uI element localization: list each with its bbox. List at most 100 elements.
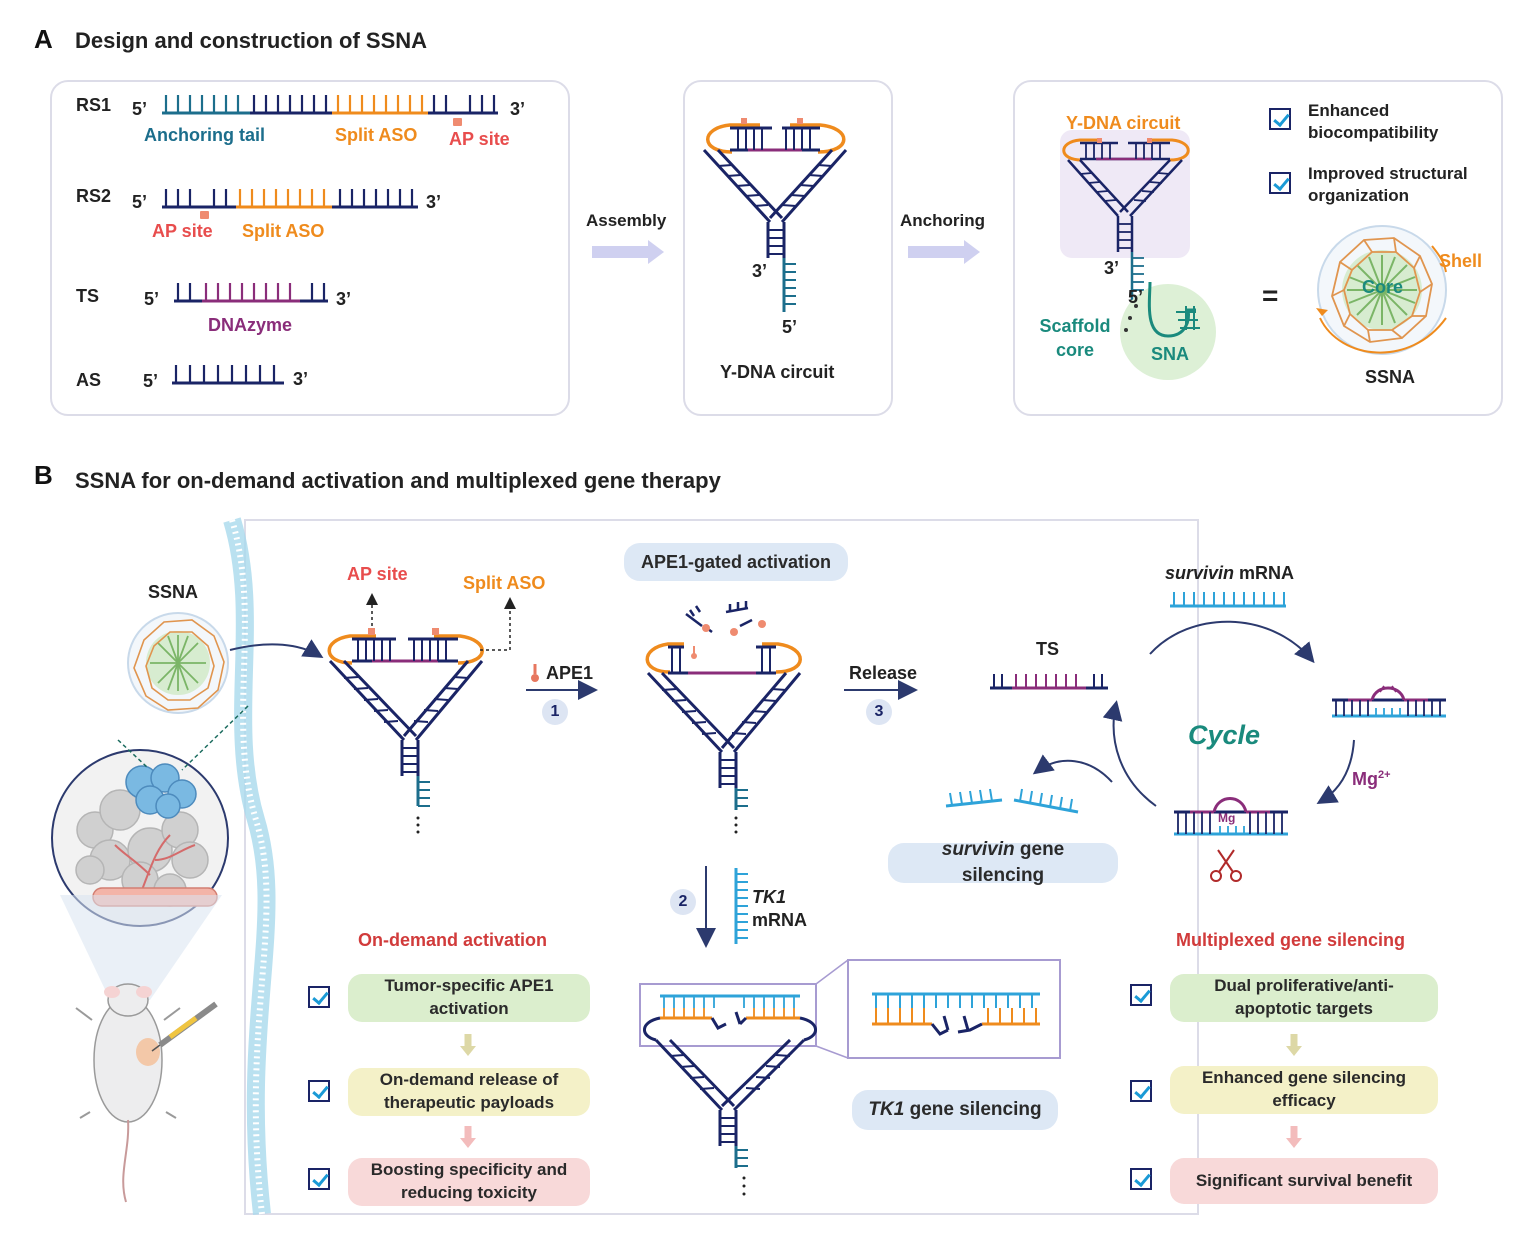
- ydna-three: 3’: [752, 261, 768, 281]
- step-1-badge: 1: [542, 699, 568, 725]
- mouse-illustration: [75, 983, 218, 1203]
- rs1-split-label: Split ASO: [335, 125, 418, 145]
- feature-biocompatibility: Enhanced biocompatibility: [1308, 101, 1439, 143]
- sna-label: SNA: [1151, 344, 1190, 364]
- on-demand-header: On-demand activation: [358, 930, 548, 950]
- ydna-circuit-a: [702, 118, 848, 312]
- assembly-label: Assembly: [586, 211, 667, 230]
- panel-b-frame: [244, 519, 1199, 1215]
- as-five: 5’: [143, 371, 159, 391]
- panel-a-letter: A: [34, 24, 53, 54]
- mg-superscript: 2+: [1378, 769, 1391, 781]
- step-3-badge: 3: [866, 699, 892, 725]
- rs1-name: RS1: [76, 95, 112, 115]
- panel-b-letter: B: [34, 460, 53, 490]
- sna-circle: [1120, 284, 1216, 380]
- left-item-2: On-demand release of therapeutic payload…: [348, 1068, 590, 1116]
- feature-structure: Improved structural organization: [1308, 164, 1468, 206]
- survivin-silencing-italic: survivin: [941, 839, 1015, 861]
- mg-label: Mg2+: [1352, 769, 1391, 789]
- tk1-mrna-label: TK1 mRNA: [752, 886, 807, 933]
- survivin-silencing-rest: gene silencing: [961, 839, 1065, 886]
- ssna-ydna-label: Y-DNA circuit: [1066, 113, 1181, 133]
- ydna-circuit-b2: [645, 601, 802, 834]
- panel-b-title: SSNA for on-demand activation and multip…: [75, 468, 721, 493]
- ydna-highlight: [1060, 130, 1190, 258]
- tk1-italic: TK1: [752, 887, 787, 907]
- checkbox-icon: [308, 1168, 330, 1190]
- rs2-split-label: Split ASO: [242, 221, 325, 241]
- ts-b-label: TS: [1036, 639, 1060, 659]
- as-three: 3’: [293, 369, 309, 389]
- as-strand: [172, 365, 284, 385]
- tk1-zoom: [847, 959, 1061, 1059]
- ydna-box: [683, 80, 893, 416]
- checkbox-icon: [308, 1080, 330, 1102]
- tk1-silencing-italic: TK1: [868, 1099, 905, 1121]
- right-item-2: Enhanced gene silencing efficacy: [1170, 1066, 1438, 1114]
- scaffold-core-label: Scaffold core: [1039, 316, 1111, 361]
- ts-strand-b: [990, 674, 1108, 690]
- panel-a-title: Design and construction of SSNA: [75, 28, 428, 53]
- equals-sign: =: [1262, 280, 1279, 311]
- left-item-1: Tumor-specific APE1 activation: [348, 974, 590, 1022]
- step-2-badge: 2: [670, 889, 696, 915]
- release-label: Release: [849, 663, 918, 683]
- survivin-mrna-rest: mRNA: [1234, 563, 1295, 583]
- shell-label: Shell: [1439, 251, 1483, 271]
- ssna-three: 3’: [1104, 258, 1120, 278]
- cell-membrane: [223, 517, 276, 1216]
- right-item-3: Significant survival benefit: [1170, 1158, 1438, 1204]
- core-label: Core: [1362, 277, 1404, 297]
- strands-box: [50, 80, 570, 416]
- ydna-circuit-b1: [327, 593, 516, 834]
- checkbox-icon: [308, 986, 330, 1008]
- ydna-circuit-b3: [639, 959, 849, 1196]
- mg-text: Mg: [1352, 769, 1378, 789]
- ts-mrna-complex: [1332, 685, 1446, 718]
- rs2-three: 3’: [426, 192, 442, 212]
- ssna-sphere-a: [1316, 225, 1447, 355]
- ts-strand: [174, 283, 328, 303]
- rs1-five: 5’: [132, 99, 148, 119]
- mg-complex: [1174, 797, 1288, 882]
- rs1-ap-label: AP site: [449, 129, 510, 149]
- tumor-circle: [51, 705, 249, 927]
- ts-five: 5’: [144, 289, 160, 309]
- mg-inner-label: Mg: [1218, 811, 1236, 825]
- left-item-3: Boosting specificity and reducing toxici…: [348, 1158, 590, 1206]
- ap-site-label: AP site: [347, 564, 408, 584]
- rs2-ap-label: AP site: [152, 221, 213, 241]
- ssna-five: 5’: [1128, 287, 1144, 307]
- anchoring-label: Anchoring: [900, 211, 985, 230]
- dnazyme-label: DNAzyme: [208, 315, 293, 335]
- split-aso-label: Split ASO: [463, 573, 546, 593]
- survivin-mrna-italic: survivin: [1165, 563, 1235, 583]
- right-item-1: Dual proliferative/anti-apoptotic target…: [1170, 974, 1438, 1022]
- cleaved-fragments: [945, 788, 1079, 814]
- rs1-strand: [162, 95, 498, 126]
- rs1-anchor-label: Anchoring tail: [144, 125, 265, 145]
- tk1-mrna-text: mRNA: [752, 910, 808, 931]
- multiplexed-header: Multiplexed gene silencing: [1176, 930, 1406, 950]
- ape1-label: APE1: [546, 663, 594, 683]
- checkbox-icon: [1130, 984, 1152, 1006]
- ssna-caption: SSNA: [1365, 367, 1416, 387]
- ydna-five: 5’: [782, 317, 798, 337]
- ydna-circuit-ssna: [1062, 138, 1190, 300]
- ssna-sphere-b: [127, 612, 229, 714]
- rs2-strand: [162, 189, 418, 219]
- tk1-silencing-badge: TK1 gene silencing: [852, 1090, 1058, 1130]
- ydna-caption: Y-DNA circuit: [720, 362, 835, 382]
- ts-name: TS: [76, 286, 100, 306]
- checkbox-icon: [1269, 172, 1291, 194]
- checkbox-icon: [1269, 108, 1291, 130]
- as-name: AS: [76, 370, 102, 390]
- ssna-b-label: SSNA: [148, 582, 199, 602]
- ape1-gated-badge: APE1-gated activation: [624, 543, 848, 581]
- checkbox-icon: [1130, 1080, 1152, 1102]
- survivin-silencing-badge: survivin gene silencing: [888, 839, 1118, 886]
- checkbox-icon: [1130, 1168, 1152, 1190]
- rs2-name: RS2: [76, 186, 112, 206]
